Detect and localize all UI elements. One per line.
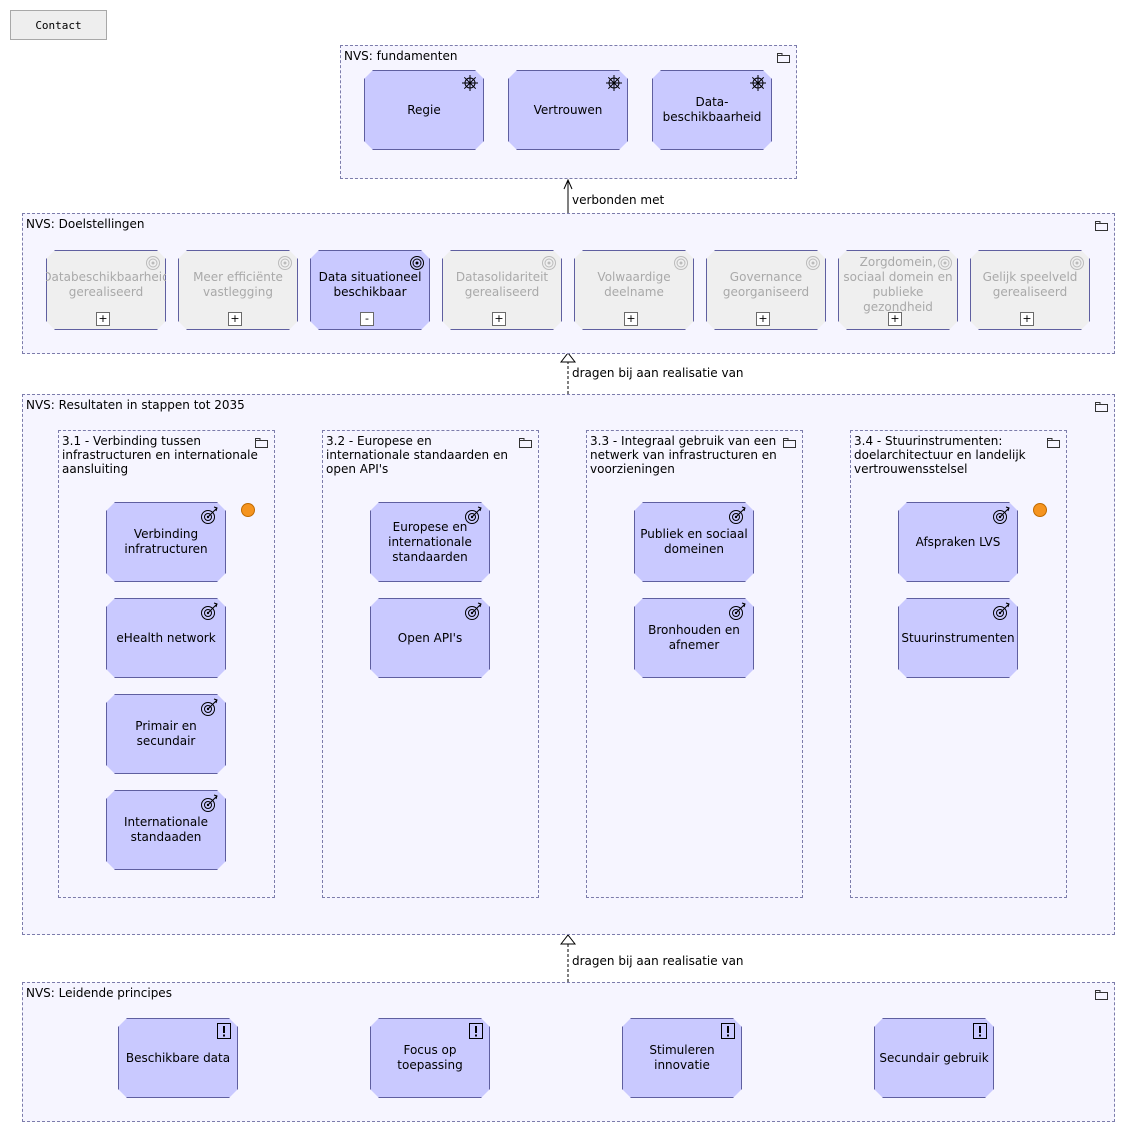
folder-icon	[783, 438, 796, 448]
element-label: Data- beschikbaarheid	[662, 95, 762, 124]
expand-toggle[interactable]: +	[1020, 312, 1034, 326]
goal-databeschikbaarheid[interactable]: Databeschikbaarheid gerealiseerd	[46, 250, 166, 330]
group-title: NVS: Leidende principes	[26, 986, 172, 1000]
outcome-icon	[201, 602, 218, 620]
goal-data-situationeel[interactable]: Data situationeel beschikbaar	[310, 250, 430, 330]
goal-icon	[938, 256, 952, 270]
principle-icon	[721, 1023, 735, 1039]
goal-icon	[146, 256, 160, 270]
outcome-verbinding-infratructuren[interactable]: Verbinding infratructuren	[106, 502, 226, 582]
contact-button[interactable]: Contact	[10, 10, 107, 40]
element-label: Open API's	[397, 630, 463, 645]
element-label: Bronhouden en afnemer	[648, 623, 740, 652]
element-label: Europese en internationale standaarden	[388, 519, 472, 564]
element-label: Databeschikbaarheid gerealiseerd	[42, 270, 170, 299]
folder-icon	[255, 438, 268, 448]
element-label: Internationale standaaden	[124, 815, 208, 844]
outcome-icon	[465, 506, 482, 524]
element-label: Beschikbare data	[125, 1050, 231, 1065]
relation-label-realisatie-1: dragen bij aan realisatie van	[572, 366, 744, 380]
element-regie[interactable]: Regie	[364, 70, 484, 150]
orange-junction-dot[interactable]	[1033, 503, 1047, 517]
group-title: NVS: Doelstellingen	[26, 217, 145, 231]
goal-icon	[674, 256, 688, 270]
outcome-internationale-standaaden[interactable]: Internationale standaaden	[106, 790, 226, 870]
group-title: 3.2 - Europese en internationale standaa…	[326, 434, 508, 476]
expand-toggle[interactable]: +	[624, 312, 638, 326]
relation-label-verbonden: verbonden met	[572, 193, 665, 207]
outcome-europese-standaarden[interactable]: Europese en internationale standaarden	[370, 502, 490, 582]
outcome-icon	[993, 506, 1010, 524]
group-title: 3.4 - Stuurinstrumenten: doelarchitectuu…	[854, 434, 1026, 476]
expand-toggle[interactable]: +	[888, 312, 902, 326]
outcome-icon	[993, 602, 1010, 620]
group-title: NVS: Resultaten in stappen tot 2035	[26, 398, 245, 412]
principle-icon	[217, 1023, 231, 1039]
element-label: Stimuleren innovatie	[649, 1043, 715, 1072]
principle-icon	[973, 1023, 987, 1039]
folder-icon	[777, 53, 790, 63]
outcome-afspraken-lvs[interactable]: Afspraken LVS	[898, 502, 1018, 582]
element-label: Regie	[407, 102, 441, 117]
expand-toggle[interactable]: +	[96, 312, 110, 326]
goal-icon	[806, 256, 820, 270]
element-label: Datasolidariteit gerealiseerd	[455, 270, 549, 299]
outcome-icon	[201, 506, 218, 524]
principle-focus-op-toepassing[interactable]: Focus op toepassing	[370, 1018, 490, 1098]
outcome-bronhouden-afnemer[interactable]: Bronhouden en afnemer	[634, 598, 754, 678]
outcome-open-apis[interactable]: Open API's	[370, 598, 490, 678]
goal-icon	[1070, 256, 1084, 270]
element-label: Stuurinstrumenten	[901, 630, 1015, 645]
element-label: Verbinding infratructuren	[124, 527, 208, 556]
expand-toggle[interactable]: +	[228, 312, 242, 326]
outcome-stuurinstrumenten[interactable]: Stuurinstrumenten	[898, 598, 1018, 678]
group-title: 3.3 - Integraal gebruik van een netwerk …	[590, 434, 777, 476]
outcome-icon	[201, 698, 218, 716]
group-title: NVS: fundamenten	[344, 49, 458, 63]
goal-icon	[410, 256, 424, 270]
outcome-primair-secundair[interactable]: Primair en secundair	[106, 694, 226, 774]
goal-icon	[542, 256, 556, 270]
orange-junction-dot[interactable]	[241, 503, 255, 517]
element-label: Primair en secundair	[135, 719, 197, 748]
element-label: Volwaardige deelname	[597, 270, 671, 299]
outcome-ehealth-network[interactable]: eHealth network	[106, 598, 226, 678]
element-label: Gelijk speelveld gerealiseerd	[982, 270, 1078, 299]
outcome-icon	[729, 506, 746, 524]
element-label: Data situationeel beschikbaar	[318, 270, 422, 299]
goal-icon	[278, 256, 292, 270]
element-label: Governance georganiseerd	[722, 270, 810, 299]
element-label: eHealth network	[116, 630, 216, 645]
folder-icon	[1095, 221, 1108, 231]
element-label: Publiek en sociaal domeinen	[640, 527, 748, 556]
expand-toggle[interactable]: +	[756, 312, 770, 326]
element-label: Focus op toepassing	[397, 1043, 463, 1072]
folder-icon	[519, 438, 532, 448]
element-label: Meer efficiënte vastlegging	[193, 270, 283, 299]
relation-label-realisatie-2: dragen bij aan realisatie van	[572, 954, 744, 968]
folder-icon	[1047, 438, 1060, 448]
folder-icon	[1095, 990, 1108, 1000]
folder-icon	[1095, 402, 1108, 412]
driver-icon	[606, 75, 622, 91]
goal-datasolidariteit[interactable]: Datasolidariteit gerealiseerd	[442, 250, 562, 330]
element-label: Zorgdomein, sociaal domein en publieke g…	[843, 255, 953, 314]
collapse-toggle[interactable]: -	[360, 312, 374, 326]
outcome-icon	[729, 602, 746, 620]
outcome-publiek-sociaal[interactable]: Publiek en sociaal domeinen	[634, 502, 754, 582]
driver-icon	[750, 75, 766, 91]
outcome-icon	[465, 602, 482, 620]
element-label: Vertrouwen	[533, 102, 603, 117]
principle-icon	[469, 1023, 483, 1039]
expand-toggle[interactable]: +	[492, 312, 506, 326]
element-vertrouwen[interactable]: Vertrouwen	[508, 70, 628, 150]
group-title: 3.1 - Verbinding tussen infrastructuren …	[62, 434, 258, 476]
driver-icon	[462, 75, 478, 91]
element-label: Afspraken LVS	[915, 534, 1001, 549]
outcome-icon	[201, 794, 218, 812]
element-label: Secundair gebruik	[879, 1050, 989, 1065]
